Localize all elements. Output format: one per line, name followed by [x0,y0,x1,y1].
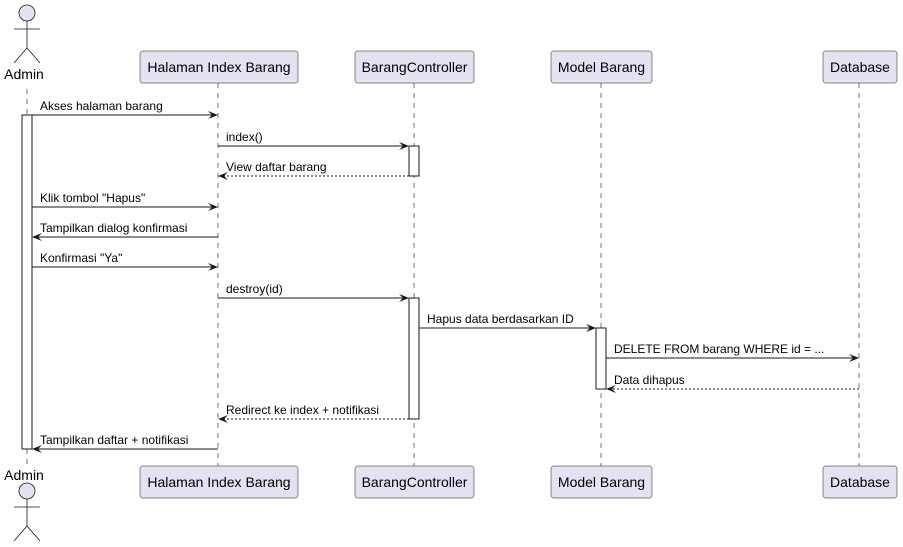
message-12: Tampilkan daftar + notifikasi [32,433,218,453]
participant-database-top: Database [822,50,898,84]
activation-bar-actor [21,114,33,450]
participant-box [139,50,299,84]
message-8: Hapus data berdasarkan ID [419,312,596,332]
actor-label: Admin [4,66,44,82]
message-label: DELETE FROM barang WHERE id = ... [614,342,824,356]
participant-label: Model Barang [558,474,645,490]
message-label: Hapus data berdasarkan ID [427,312,574,326]
arrowhead-icon [399,142,409,150]
message-label: Redirect ke index + notifikasi [226,403,379,417]
arrowhead-icon [208,111,218,119]
arrowhead-icon [218,415,228,423]
message-11: Redirect ke index + notifikasi [218,403,409,423]
message-1: Akses halaman barang [32,99,218,119]
message-4: Klik tombol "Hapus" [32,191,218,211]
participant-box [550,50,653,84]
activation-bars [21,114,607,450]
activation-bar-p1 [408,145,420,177]
participant-model-barang-bottom: Model Barang [550,465,653,499]
participant-label: Database [830,474,890,490]
lifelines [26,83,860,466]
participant-label: BarangController [362,474,468,490]
participant-box [139,465,299,499]
participant-box [550,465,653,499]
arrowhead-icon [208,203,218,211]
arrowhead-icon [849,354,859,362]
arrowhead-icon [606,385,616,393]
message-label: index() [226,130,263,144]
message-label: Tampilkan dialog konfirmasi [40,221,187,235]
participant-barangcontroller-top: BarangController [354,50,475,84]
message-9: DELETE FROM barang WHERE id = ... [606,342,859,362]
participant-label: Halaman Index Barang [147,59,290,75]
message-label: Konfirmasi "Ya" [40,251,122,265]
participant-box [822,50,898,84]
message-6: Konfirmasi "Ya" [32,251,218,271]
participant-label: Database [830,59,890,75]
arrowhead-icon [218,172,228,180]
message-label: Akses halaman barang [40,99,163,113]
message-3: View daftar barang [218,160,409,180]
message-label: destroy(id) [226,282,283,296]
arrowhead-icon [208,263,218,271]
participant-barangcontroller-bottom: BarangController [354,465,475,499]
actor-icon [13,4,41,64]
message-7: destroy(id) [218,282,409,302]
actor-admin-top: Admin [4,4,44,82]
message-label: Tampilkan daftar + notifikasi [40,433,188,447]
participant-database-bottom: Database [822,465,898,499]
arrowhead-icon [586,324,596,332]
participant-halaman-index-barang-top: Halaman Index Barang [139,50,299,84]
arrowhead-icon [399,294,409,302]
participant-halaman-index-barang-bottom: Halaman Index Barang [139,465,299,499]
message-5: Tampilkan dialog konfirmasi [32,221,218,241]
actor-icon [13,482,41,542]
message-2: index() [218,130,409,150]
participant-label: Halaman Index Barang [147,474,290,490]
message-label: Data dihapus [614,373,685,387]
actor-admin-bottom: Admin [4,467,44,542]
participant-box [822,465,898,499]
messages: Akses halaman barang index() View daftar b… [32,99,859,453]
activation-bar-p1 [408,297,420,420]
activation-bar-p2 [595,327,607,390]
participant-label: Model Barang [558,59,645,75]
participant-model-barang-top: Model Barang [550,50,653,84]
actor-label: Admin [4,467,44,483]
message-label: View daftar barang [226,160,327,174]
message-label: Klik tombol "Hapus" [40,191,145,205]
participant-box [354,465,475,499]
arrowhead-icon [32,233,42,241]
message-10: Data dihapus [606,373,859,393]
participant-box [354,50,475,84]
participant-label: BarangController [362,59,468,75]
arrowhead-icon [32,445,42,453]
